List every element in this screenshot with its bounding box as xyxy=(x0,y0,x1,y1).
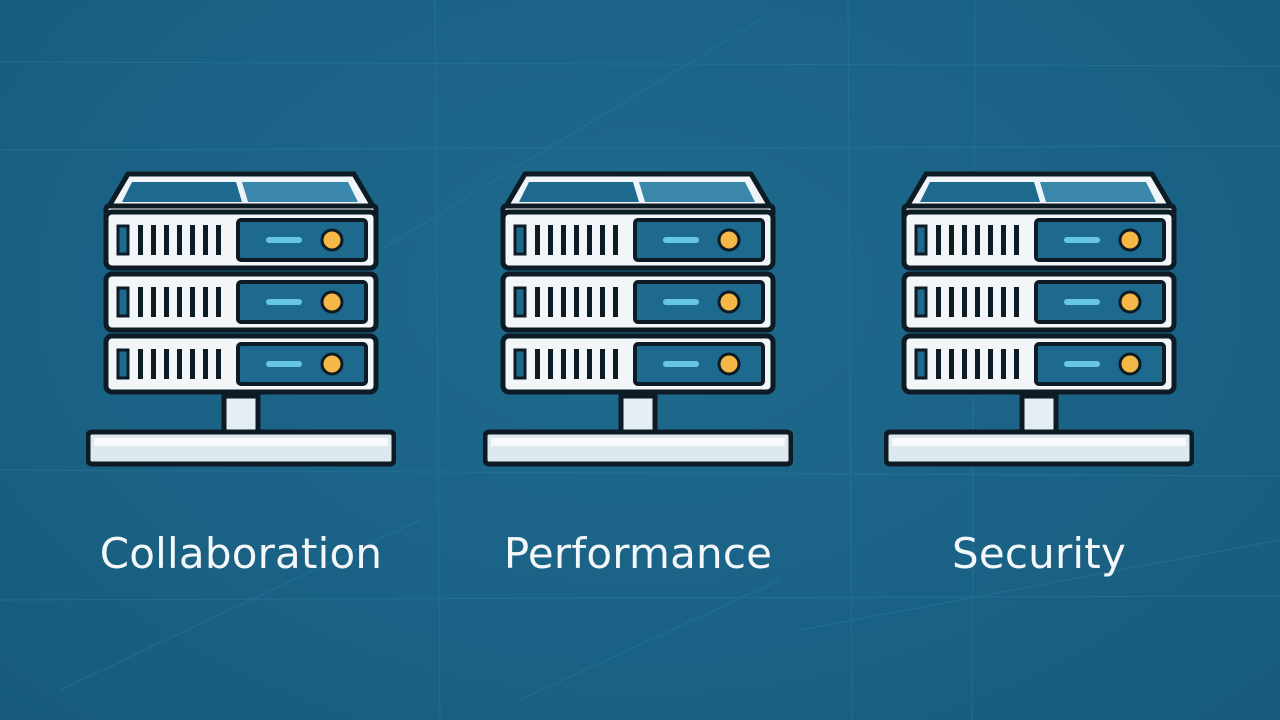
server-icon-security xyxy=(884,168,1194,468)
label-performance: Performance xyxy=(503,529,773,578)
server-rack-icon xyxy=(884,171,1194,467)
label-collaboration: Collaboration xyxy=(99,529,383,578)
label-security: Security xyxy=(951,529,1127,578)
server-rack-icon xyxy=(483,171,793,467)
server-icon-performance xyxy=(483,168,793,468)
server-icon-collaboration xyxy=(86,168,396,468)
server-rack-icon xyxy=(86,171,396,467)
